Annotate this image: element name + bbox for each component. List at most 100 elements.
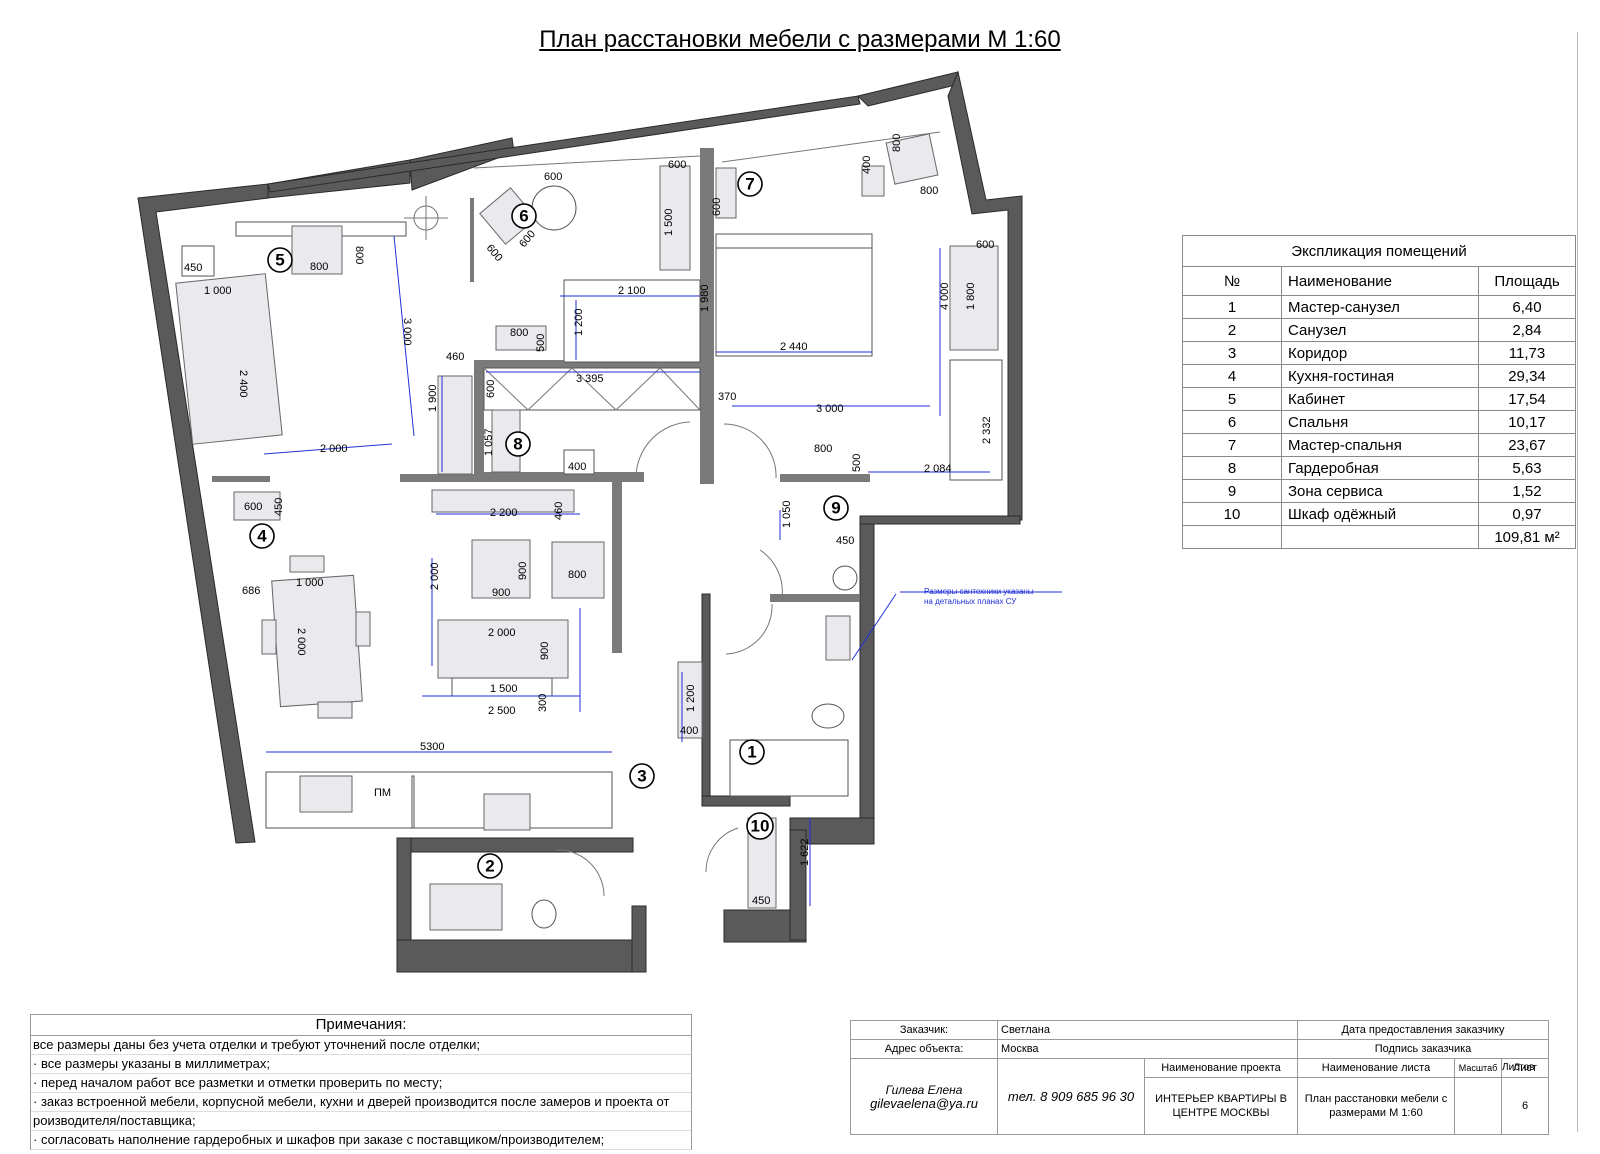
wall-bathroom2-south <box>396 939 646 973</box>
pouf-wardrobe <box>563 449 595 475</box>
room-number: 3 <box>1182 341 1282 365</box>
svg-text:3: 3 <box>637 767 646 786</box>
door-arc-6 <box>705 827 739 873</box>
wall-niche-e2 <box>789 829 807 941</box>
tb-customer: Светлана <box>997 1020 1298 1040</box>
dining-table <box>271 574 363 708</box>
washbasin <box>825 615 851 661</box>
bed-headboard <box>715 233 873 249</box>
tb-scale-label: Масштаб <box>1454 1058 1502 1078</box>
dim-1200-bath: 1 200 <box>685 684 697 712</box>
toilet-master <box>811 703 845 729</box>
pouf-living <box>233 491 281 521</box>
dim-1050: 1 050 <box>781 500 793 528</box>
room-name: Гардеробная <box>1281 456 1479 480</box>
bed-single <box>563 279 701 363</box>
dim-500-desk: 500 <box>535 334 547 352</box>
dim-2332: 2 332 <box>981 416 993 444</box>
room-marker-7: 7 <box>737 171 763 197</box>
tb-author-cell: Гилева Елена gilevaelena@ya.ru <box>850 1058 998 1135</box>
chair-3 <box>261 619 277 655</box>
dim-1200: 1 200 <box>573 308 585 336</box>
kitchen-pm-label: ПМ <box>374 787 391 799</box>
room-marker-3: 3 <box>629 763 655 789</box>
notes-block: Примечания: все размеры даны без учета о… <box>30 1014 692 1150</box>
tb-author: Гилева Елена <box>885 1082 963 1097</box>
room-number: 4 <box>1182 364 1282 388</box>
outer-walls <box>137 70 1023 973</box>
dim-800-vert: 800 <box>353 246 365 264</box>
tb-scale-value <box>1454 1077 1502 1135</box>
partition-wardrobe-south <box>474 472 644 482</box>
wardrobe-master-2 <box>949 359 1003 481</box>
dim-600-chair1: 600 <box>484 242 505 264</box>
dim-2440: 2 440 <box>780 341 808 353</box>
tb-address-label: Адрес объекта: <box>850 1039 998 1059</box>
wall-bath-south <box>701 795 791 807</box>
dim-400-pouf-m: 400 <box>861 156 873 174</box>
tb-email: gilevaelena@ya.ru <box>870 1095 978 1111</box>
chair-4 <box>355 611 371 647</box>
wall-service-south <box>859 515 1021 525</box>
partition-bedrooms <box>700 148 714 484</box>
dim-1000: 1 000 <box>204 285 232 297</box>
dim-900-sofa: 900 <box>539 642 551 660</box>
tb-project-name-1: ИНТЕРЬЕР КВАРТИРЫ В <box>1155 1093 1287 1105</box>
dim-800-arm: 800 <box>568 569 586 581</box>
dim-686: 686 <box>242 585 260 597</box>
room-number: 5 <box>1182 387 1282 411</box>
partition-wardrobe-north <box>474 360 700 368</box>
note-item: роизводителя/поставщика; <box>31 1112 691 1131</box>
dim-2000-table: 2 000 <box>295 628 307 656</box>
partition-wardrobe-west <box>474 362 484 478</box>
coffee-table <box>471 539 531 599</box>
side-table <box>181 245 215 277</box>
wardrobe-master <box>949 245 999 351</box>
living-kitchen-furniture <box>233 489 613 831</box>
explication-title: Экспликация помещений <box>1182 235 1576 267</box>
notes-title: Примечания: <box>31 1015 691 1036</box>
room-name: Мастер-спальня <box>1281 433 1479 457</box>
title-block: Заказчик: Светлана Дата предоставления з… <box>850 1020 1549 1135</box>
sanitary-note-2: на детальных планах СУ <box>924 597 1017 606</box>
svg-text:4: 4 <box>257 527 267 546</box>
dim-300: 300 <box>537 694 549 712</box>
dim-370: 370 <box>718 391 736 403</box>
study-furniture <box>175 196 448 445</box>
svg-text:7: 7 <box>745 175 754 194</box>
frame-border <box>1577 32 1578 1132</box>
header-name: Наименование <box>1281 266 1479 296</box>
partition-corridor <box>612 478 622 653</box>
room-marker-1: 1 <box>739 739 765 765</box>
total-area: 109,81 м² <box>1478 525 1576 549</box>
wall-north-pier-2 <box>857 71 961 107</box>
note-item: · перед началом работ все разметки и отм… <box>31 1074 691 1093</box>
wall-master-bath-east <box>859 519 875 819</box>
dim-800-armchair: 800 <box>310 261 328 273</box>
svg-text:8: 8 <box>513 435 522 454</box>
dim-450-pouf: 450 <box>273 498 285 516</box>
tv-console <box>431 489 575 513</box>
dim-2500: 2 500 <box>488 705 516 717</box>
partition-bedroom6-west <box>470 198 474 282</box>
partition-study-2 <box>400 474 476 482</box>
room-name: Зона сервиса <box>1281 479 1479 503</box>
dim-1500-foot: 1 500 <box>490 683 518 695</box>
wall-bathroom2-east <box>631 905 647 973</box>
total-empty-2 <box>1281 525 1479 549</box>
dim-900-ct: 900 <box>492 587 510 599</box>
tb-sheet-label: Лист <box>1501 1058 1549 1078</box>
doors <box>555 421 783 897</box>
room-marker-2: 2 <box>477 853 503 879</box>
dim-460b: 460 <box>553 502 565 520</box>
dim-1000-table: 1 000 <box>296 577 324 589</box>
tb-customer-label: Заказчик: <box>850 1020 998 1040</box>
door-arc-4 <box>725 603 773 655</box>
